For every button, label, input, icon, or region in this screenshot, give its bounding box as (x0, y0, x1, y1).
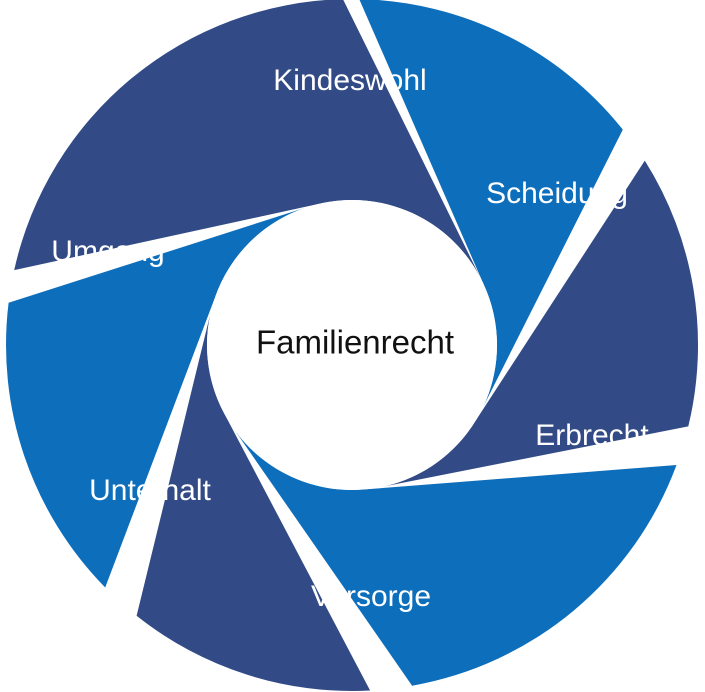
segment-label-unterhalt: Unterhalt (89, 474, 211, 507)
segment-umgang (14, 0, 481, 278)
segment-label-umgang: Umgang (51, 235, 164, 268)
segment-kindeswohl (359, 0, 623, 408)
segment-label-erbrecht: Erbrecht (535, 419, 649, 452)
segment-label-kindeswohl: Kindeswohl (273, 64, 426, 97)
segment-unterhalt (6, 207, 305, 588)
segment-scheidung (383, 160, 699, 487)
center-label: Familienrecht (256, 324, 454, 361)
segment-label-scheidung: Scheidung (486, 177, 628, 210)
segment-erbrecht (234, 430, 677, 686)
center-hole (207, 200, 497, 490)
segment-vorsorge (136, 313, 371, 691)
segments-group (6, 0, 699, 691)
segment-label-vorsorge: Vorsorge (311, 580, 431, 613)
